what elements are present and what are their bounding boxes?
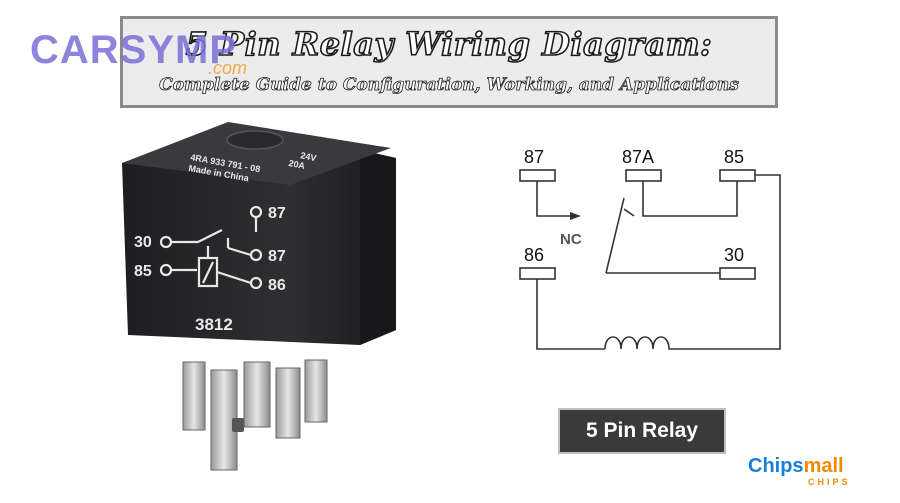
- wire-87a: [642, 181, 738, 217]
- relay-printed-schematic: [159, 205, 263, 290]
- wiring-schematic: [519, 169, 781, 350]
- coil-symbol: [604, 336, 672, 350]
- terminal-85-box: [719, 169, 756, 182]
- watermark-logo-suffix: .com: [208, 58, 248, 78]
- wire-86: [536, 279, 605, 350]
- brand-part1: Chips: [748, 455, 804, 477]
- relay-part-number: 3812: [195, 315, 233, 334]
- title-banner: 5 Pin Relay Wiring Diagram: Complete Gui…: [120, 16, 778, 108]
- relay-marking-1: 24V: [300, 150, 318, 163]
- terminal-87a-label: 87A: [622, 147, 654, 167]
- switch-arm: [605, 197, 625, 274]
- terminal-87a-box: [625, 169, 662, 182]
- relay-photo: 24V 20A 4RA 933 791 - 08 Made in China 8…: [122, 122, 396, 471]
- wire-85: [672, 174, 781, 350]
- terminal-30-box: [719, 267, 756, 280]
- relay-top-face: [122, 122, 391, 185]
- terminal-87-box: [519, 169, 556, 182]
- relay-marking-2: 20A: [288, 158, 307, 171]
- terminal-85-label: 85: [724, 147, 744, 167]
- switch-contact: [623, 208, 635, 217]
- page-subtitle: Complete Guide to Configuration, Working…: [159, 75, 739, 96]
- terminal-30-label: 30: [724, 245, 744, 265]
- terminal-86-label: 86: [524, 245, 544, 265]
- caption-label: 5 Pin Relay: [558, 408, 726, 454]
- watermark-logo: CARSYMP: [30, 28, 238, 72]
- terminal-86-box: [519, 267, 556, 280]
- nc-arrow: [570, 212, 581, 220]
- wire-87: [536, 181, 570, 217]
- relay-pin-86: 86: [268, 277, 286, 294]
- brand-tagline: CHIPS: [808, 477, 851, 487]
- relay-pin-87-top: 87: [268, 205, 286, 222]
- brand-logo: Chipsmall CHIPS: [748, 455, 848, 487]
- page-title: 5 Pin Relay Wiring Diagram:: [185, 24, 713, 64]
- relay-pins: [182, 359, 328, 471]
- relay-pin-85: 85: [134, 263, 152, 280]
- brand-part2: mall: [803, 455, 844, 477]
- relay-logo-mark: [226, 130, 284, 150]
- relay-pin-87-mid: 87: [268, 248, 286, 265]
- nc-label: NC: [560, 231, 582, 248]
- relay-pin-30: 30: [134, 234, 152, 251]
- terminal-87-label: 87: [524, 147, 544, 167]
